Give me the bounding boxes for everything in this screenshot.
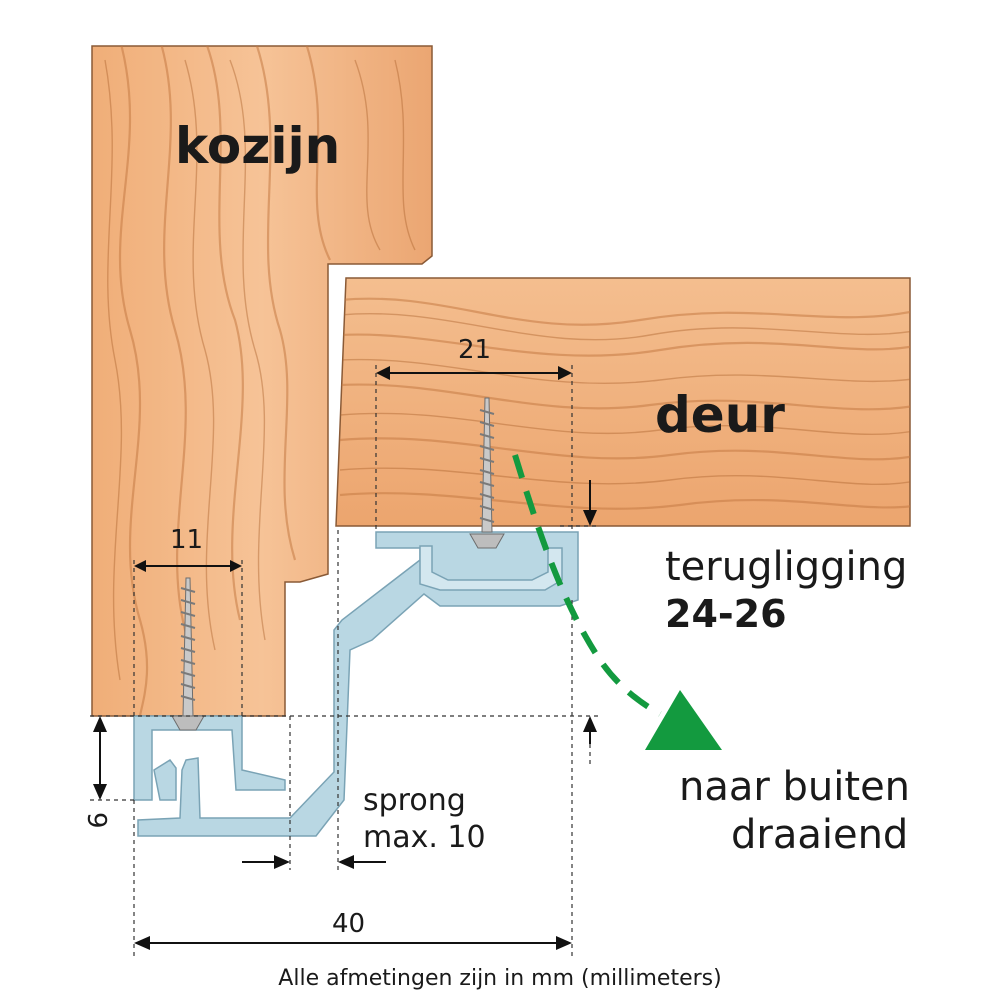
dimension-lines xyxy=(93,366,597,950)
door-screw-width-label: 21 xyxy=(458,335,491,365)
door-wood-block xyxy=(335,277,911,527)
frame-profile-clip xyxy=(153,758,177,801)
setback-label: terugligging xyxy=(665,544,907,590)
frame-screw xyxy=(171,577,205,731)
door-screw xyxy=(469,397,505,549)
direction-label-2: draaiend xyxy=(731,812,908,858)
step-max-label: max. 10 xyxy=(363,820,486,855)
step-label: sprong xyxy=(363,783,466,818)
frame-profile-part xyxy=(133,715,286,801)
arrow-head-icon xyxy=(645,690,722,750)
door-label: deur xyxy=(655,386,785,444)
frame-label: kozijn xyxy=(175,117,340,175)
footer-note: Alle afmetingen zijn in mm (millimeters) xyxy=(278,966,721,991)
door-rotation-arrow xyxy=(512,454,722,750)
frame-wood-block xyxy=(91,45,433,717)
total-width-label: 40 xyxy=(332,909,365,939)
setback-value: 24-26 xyxy=(665,592,787,636)
frame-profile-foot xyxy=(137,531,579,837)
direction-label: naar buiten xyxy=(679,764,910,810)
aluminium-profile xyxy=(133,531,579,837)
frame-screw-width-label: 11 xyxy=(170,525,203,555)
frame-profile-height-label: 9 xyxy=(81,812,111,829)
